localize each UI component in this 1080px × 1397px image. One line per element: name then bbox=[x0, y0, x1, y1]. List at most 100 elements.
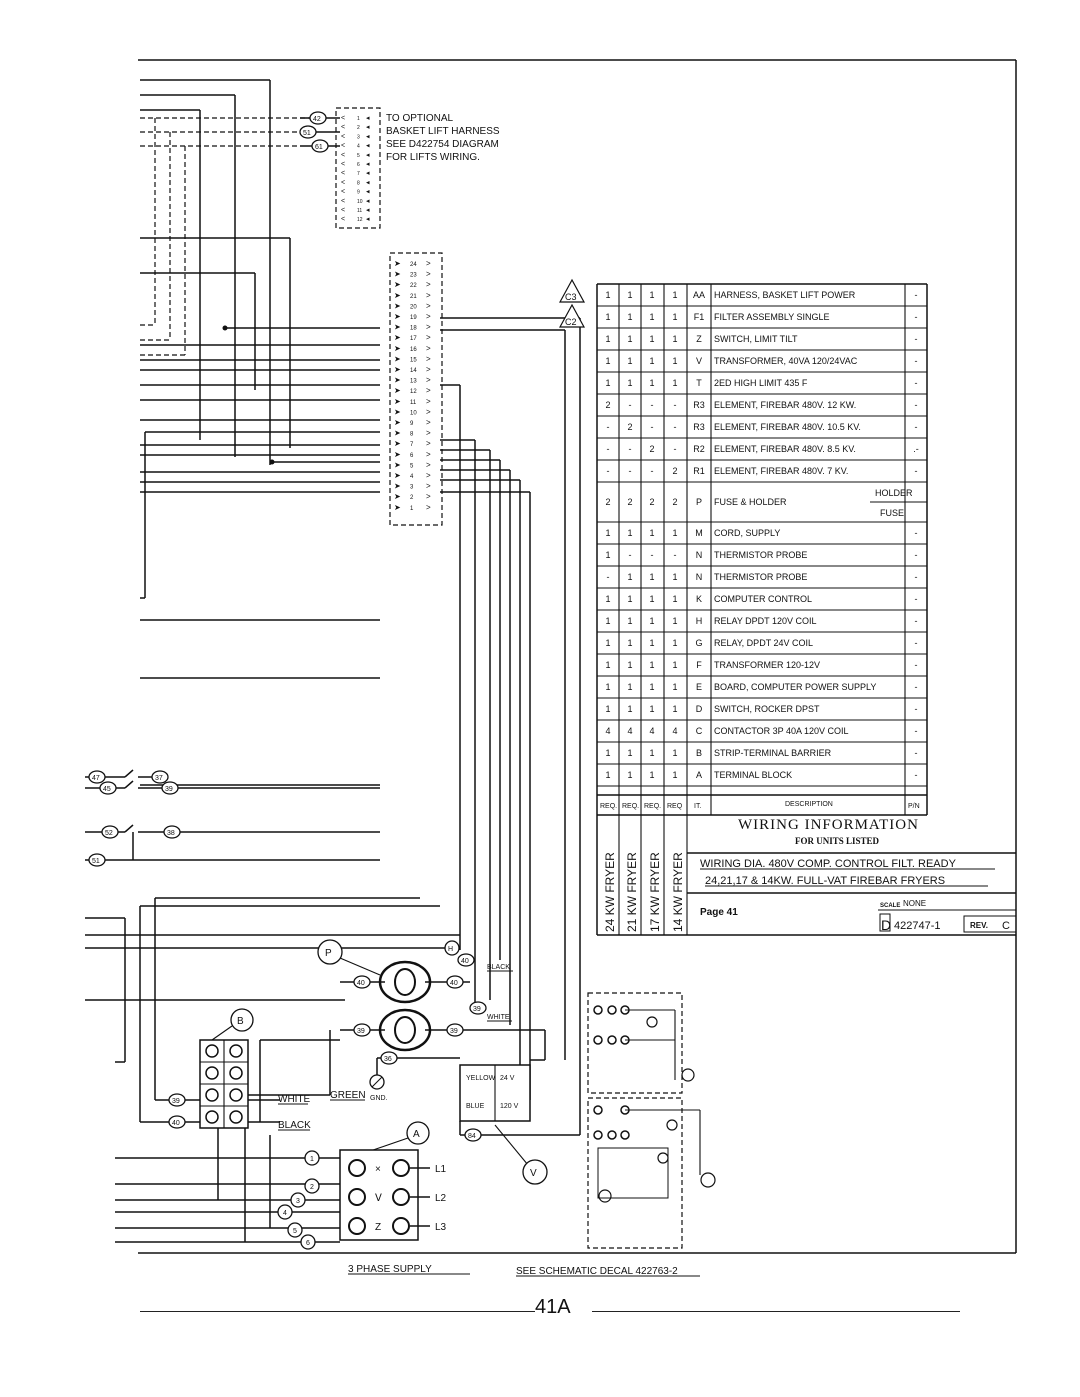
supply-wires: 1 2 3 4 5 6 bbox=[115, 1128, 340, 1250]
small-pin-number: 1 bbox=[357, 116, 360, 122]
svg-text:H: H bbox=[448, 946, 453, 953]
svg-text:WHITE: WHITE bbox=[487, 1014, 510, 1021]
qty-cell: 1 bbox=[605, 356, 610, 366]
qty-cell: 4 bbox=[649, 726, 654, 736]
svg-text:P/N: P/N bbox=[908, 803, 920, 810]
desc-cell: COMPUTER CONTROL bbox=[714, 594, 812, 604]
item-cell: D bbox=[696, 704, 703, 714]
pin-chevron: > bbox=[426, 344, 431, 353]
desc-cell: THERMISTOR PROBE bbox=[714, 572, 807, 582]
pin-arrow: ➤ bbox=[394, 376, 401, 385]
pin-chevron: > bbox=[426, 333, 431, 342]
svg-text:38: 38 bbox=[167, 830, 175, 837]
pin-number: 15 bbox=[410, 357, 417, 363]
pin-number: 10 bbox=[410, 410, 417, 416]
qty-cell: 2 bbox=[605, 400, 610, 410]
item-cell: M bbox=[695, 528, 703, 538]
svg-text:39: 39 bbox=[165, 786, 173, 793]
qty-cell: 1 bbox=[605, 378, 610, 388]
qty-cell: 2 bbox=[649, 497, 654, 507]
page-footer: 41A bbox=[140, 1290, 960, 1330]
pin-number: 20 bbox=[410, 304, 417, 310]
pin-arrow: ➤ bbox=[394, 333, 401, 342]
svg-text:GND.: GND. bbox=[370, 1095, 388, 1102]
pin-number: 14 bbox=[410, 368, 417, 374]
qty-cell: 1 bbox=[649, 748, 654, 758]
svg-text:P: P bbox=[325, 948, 332, 959]
qty-cell: 1 bbox=[627, 748, 632, 758]
small-pin-chevron: < bbox=[341, 115, 345, 122]
pin-arrow: ➤ bbox=[394, 280, 401, 289]
small-pin-number: 8 bbox=[357, 180, 360, 186]
pn-cell: - bbox=[915, 638, 918, 648]
pin-chevron: > bbox=[426, 460, 431, 469]
qty-cell: 4 bbox=[672, 726, 677, 736]
qty-cell: 1 bbox=[649, 290, 654, 300]
svg-text:5: 5 bbox=[293, 1228, 297, 1235]
desc-cell: FUSE & HOLDER bbox=[714, 497, 787, 507]
svg-text:IT.: IT. bbox=[694, 803, 701, 810]
qty-cell: 2 bbox=[627, 422, 632, 432]
qty-cell: 1 bbox=[672, 616, 677, 626]
pin-arrow: ➤ bbox=[394, 503, 401, 512]
qty-cell: 1 bbox=[649, 638, 654, 648]
qty-cell: 1 bbox=[649, 312, 654, 322]
qty-cell: - bbox=[629, 550, 632, 560]
qty-cell: 1 bbox=[605, 290, 610, 300]
pin-number: 3 bbox=[410, 485, 414, 491]
qty-cell: 1 bbox=[672, 334, 677, 344]
pin-arrow: ➤ bbox=[394, 365, 401, 374]
pn-cell: - bbox=[915, 594, 918, 604]
wire-tag-51: 51 bbox=[303, 130, 311, 137]
item-cell: T bbox=[696, 378, 702, 388]
qty-cell: 1 bbox=[649, 334, 654, 344]
svg-text:45: 45 bbox=[103, 786, 111, 793]
note-line-2: BASKET LIFT HARNESS bbox=[386, 126, 500, 137]
pin-arrow: ➤ bbox=[394, 259, 401, 268]
pin-arrow: ➤ bbox=[394, 460, 401, 469]
svg-text:DESCRIPTION: DESCRIPTION bbox=[785, 801, 833, 808]
pn-cell: - bbox=[915, 400, 918, 410]
pn-cell: - bbox=[915, 356, 918, 366]
small-pin-number: 5 bbox=[357, 153, 360, 159]
qty-cell: 1 bbox=[627, 378, 632, 388]
pin-arrow: ➤ bbox=[394, 407, 401, 416]
svg-text:REQ: REQ bbox=[667, 803, 683, 810]
pin-number: 12 bbox=[410, 389, 417, 395]
pin-number: 5 bbox=[410, 463, 414, 469]
qty-cell: 1 bbox=[605, 334, 610, 344]
item-cell: P bbox=[696, 497, 702, 507]
qty-cell: 1 bbox=[627, 660, 632, 670]
pin-number: 4 bbox=[410, 474, 414, 480]
pin-number: 1 bbox=[410, 506, 414, 512]
small-pin-chevron: < bbox=[341, 179, 345, 186]
pn-cell: - bbox=[915, 704, 918, 714]
qty-cell: 1 bbox=[605, 638, 610, 648]
desc-cell: ELEMENT, FIREBAR 480V. 8.5 KV. bbox=[714, 444, 856, 454]
ground-connection: GREEN GND. 36 bbox=[330, 1051, 460, 1102]
qty-cell: 1 bbox=[627, 770, 632, 780]
qty-cell: 1 bbox=[605, 550, 610, 560]
svg-text:39: 39 bbox=[450, 1028, 458, 1035]
qty-cell: 1 bbox=[649, 660, 654, 670]
svg-text:120 V: 120 V bbox=[500, 1103, 519, 1110]
pin-chevron: > bbox=[426, 471, 431, 480]
desc-cell: SWITCH, ROCKER DPST bbox=[714, 704, 820, 714]
small-pin-chevron: < bbox=[341, 207, 345, 214]
pn-cell: - bbox=[915, 290, 918, 300]
pin-arrow: ➤ bbox=[394, 291, 401, 300]
qty-cell: - bbox=[629, 466, 632, 476]
item-cell: B bbox=[696, 748, 702, 758]
small-pin-chevron: < bbox=[341, 152, 345, 159]
qty-cell: 1 bbox=[627, 312, 632, 322]
qty-cell: 1 bbox=[672, 682, 677, 692]
pn-cell: - bbox=[915, 748, 918, 758]
footer-rule-right bbox=[592, 1311, 960, 1312]
qty-cell: 1 bbox=[605, 682, 610, 692]
